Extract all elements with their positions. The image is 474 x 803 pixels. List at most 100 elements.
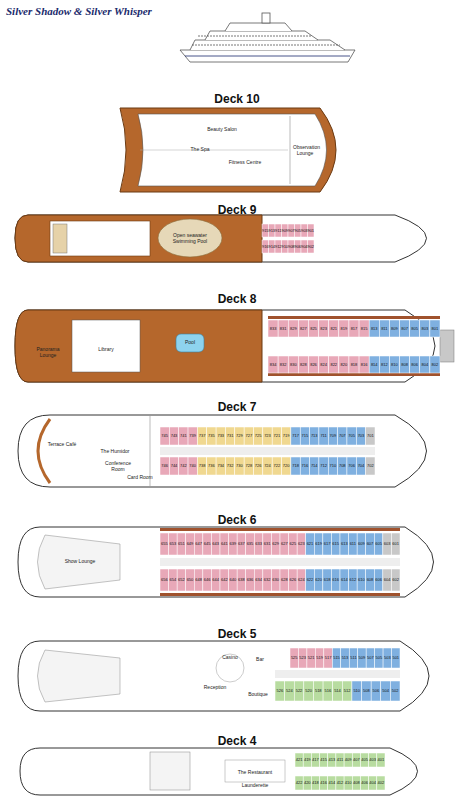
cabin-number: 505 <box>375 648 383 668</box>
cabin-number: 604 <box>383 569 392 591</box>
cabin-number: 824 <box>319 356 329 373</box>
cabin-cell <box>311 776 319 790</box>
cabin-cell <box>323 569 332 591</box>
cabin-number: 805 <box>410 320 420 337</box>
cabin-number: 414 <box>328 776 336 790</box>
cabin-number: 419 <box>303 753 311 767</box>
deck-8-outline <box>15 310 454 382</box>
cabin-number: 417 <box>311 753 319 767</box>
cabin-number: 730 <box>235 457 244 475</box>
cabin-cell <box>392 648 400 668</box>
cabin-cell <box>342 681 352 701</box>
cabin-cell <box>288 224 295 237</box>
cabin-cell <box>366 457 375 475</box>
cabin-cell <box>297 533 306 555</box>
cabin-cell <box>328 457 337 475</box>
cabin-cell <box>301 224 308 237</box>
cabin-number: 722 <box>272 457 281 475</box>
cabin-number: 401 <box>377 753 385 767</box>
cabin-cell <box>295 224 302 237</box>
cabin-cell <box>169 533 178 555</box>
cabin-number: 506 <box>371 681 381 701</box>
cabin-number: 517 <box>324 648 332 668</box>
cabin-number: 512 <box>342 681 352 701</box>
cabin-number: 521 <box>307 648 315 668</box>
cabin-number: 830 <box>288 356 298 373</box>
cabin-number: 703 <box>356 427 365 445</box>
cabin-number: 901 <box>308 224 315 237</box>
deck-7-outline <box>18 415 427 487</box>
cabin-cell <box>268 320 278 337</box>
cabin-number: 508 <box>362 681 372 701</box>
cabin-number: 911 <box>275 224 282 237</box>
cabin-number: 515 <box>332 648 340 668</box>
cabin-cell <box>377 776 385 790</box>
cabin-cell <box>389 356 399 373</box>
cabin-number: 817 <box>349 320 359 337</box>
cabin-cell <box>280 569 289 591</box>
deck-plan: Deck 8 <box>0 292 474 384</box>
cabin-cell <box>369 320 379 337</box>
cabin-cell <box>225 457 234 475</box>
cabin-cell <box>319 320 329 337</box>
cabin-cell <box>336 753 344 767</box>
cabin-cell <box>253 457 262 475</box>
cabin-cell <box>383 533 392 555</box>
cabin-number: 407 <box>352 753 360 767</box>
cabin-number: 408 <box>352 776 360 790</box>
cabin-cell <box>246 533 255 555</box>
cabin-cell <box>349 533 358 555</box>
room-label: Beauty Salon <box>207 127 237 133</box>
cabin-cell <box>268 356 278 373</box>
cabin-number: 808 <box>400 356 410 373</box>
cabin-cell <box>263 533 272 555</box>
cabin-number: 617 <box>323 533 332 555</box>
cabin-cell <box>272 427 281 445</box>
cabin-number: 632 <box>263 569 272 591</box>
cabin-cell <box>186 569 195 591</box>
cabin-number: 906 <box>295 240 302 253</box>
cabin-cell <box>430 356 440 373</box>
cabin-cell <box>298 320 308 337</box>
cabin-cell <box>229 533 238 555</box>
cabin-number: 641 <box>220 533 229 555</box>
cabin-cell <box>344 753 352 767</box>
cabin-cell <box>294 681 304 701</box>
cabin-cell <box>319 427 328 445</box>
cabin-cell <box>288 356 298 373</box>
cabin-cell <box>160 457 169 475</box>
cabin-number: 810 <box>389 356 399 373</box>
cabin-cell <box>349 569 358 591</box>
cabin-cell <box>271 569 280 591</box>
cabin-number: 832 <box>278 356 288 373</box>
cabin-number: 916 <box>262 240 269 253</box>
cabin-number: 809 <box>389 320 399 337</box>
cabin-cell <box>339 356 349 373</box>
cabin-number: 707 <box>338 427 347 445</box>
cabin-number: 744 <box>169 457 178 475</box>
cabin-number: 807 <box>400 320 410 337</box>
cabin-number: 728 <box>244 457 253 475</box>
cabin-number: 651 <box>177 533 186 555</box>
cabin-cell <box>383 569 392 591</box>
cabin-number: 812 <box>379 356 389 373</box>
cabin-number: 627 <box>280 533 289 555</box>
cabin-cell <box>263 457 272 475</box>
cabin-number: 526 <box>275 681 285 701</box>
cabin-cell <box>160 569 169 591</box>
cabin-number: 601 <box>391 533 400 555</box>
cabin-cell <box>323 533 332 555</box>
cabin-cell <box>308 224 315 237</box>
cabin-number: 608 <box>366 569 375 591</box>
cabin-cell <box>369 753 377 767</box>
cabin-number: 421 <box>295 753 303 767</box>
cabin-number: 735 <box>207 427 216 445</box>
cabin-number: 741 <box>179 427 188 445</box>
cabin-cell <box>300 457 309 475</box>
cabin-number: 522 <box>294 681 304 701</box>
cabin-number: 416 <box>320 776 328 790</box>
cabin-number: 915 <box>262 224 269 237</box>
cabin-number: 710 <box>328 457 337 475</box>
cabin-cell <box>288 320 298 337</box>
cabin-number: 706 <box>347 457 356 475</box>
